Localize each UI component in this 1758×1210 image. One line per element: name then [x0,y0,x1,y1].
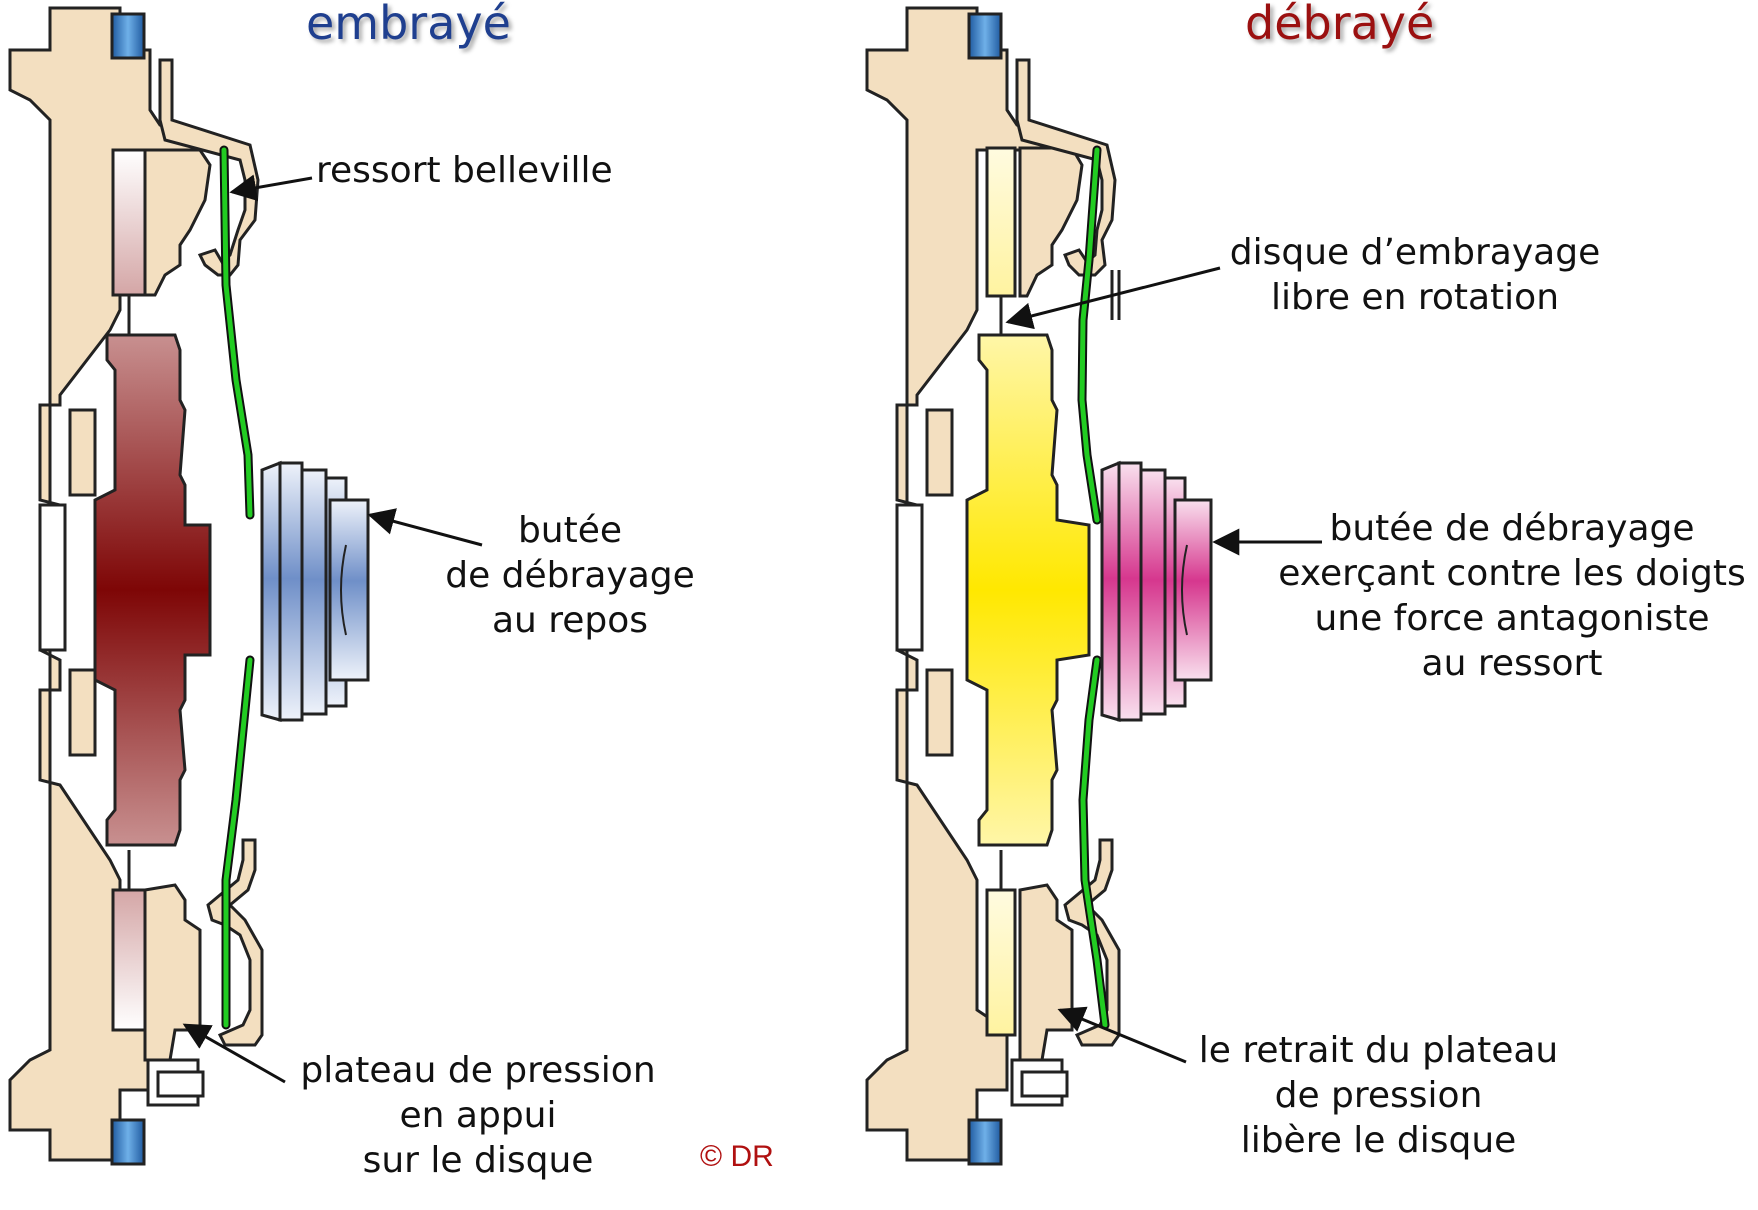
label-butee-repos: butée de débrayage au repos [420,508,720,643]
label-butee-repos-line3: au repos [491,600,649,641]
label-plateau-retrait-line2: de pression [1274,1075,1483,1116]
cover-bracket-lower-left [206,838,264,1047]
pressure-plate-lower-left [143,883,202,1062]
cover-bracket-upper-left [158,58,260,277]
arrow-ressort [229,174,313,202]
bolt-head-right [1020,1070,1069,1098]
lining-upper-right [985,146,1017,298]
assembly-engaged [8,6,370,1166]
label-plateau-appui-line3: sur le disque [362,1140,594,1181]
bolt-cap-top-left [110,12,146,60]
label-butee-force-line1: butée de débrayage [1329,508,1695,549]
assembly-disengaged [865,6,1213,1166]
bolt-cap-bottom-left [110,1118,146,1166]
bolt-cap-bottom-right [967,1118,1003,1166]
housing-tab-right-upper [925,408,954,497]
arrow-disque-libre [1005,266,1221,330]
arrow-plateau-appui [182,1023,286,1084]
housing-tab-left-upper [68,408,97,497]
label-plateau-retrait-line1: le retrait du plateau [1198,1030,1559,1071]
release-bearing-active [1100,460,1213,723]
clutch-disc-free [965,333,1091,847]
arrow-plateau-retrait [1057,1006,1187,1064]
arrow-butee-repos [367,508,483,547]
clutch-disc-engaged [93,333,212,847]
pressure-plate-upper-left [143,148,212,297]
label-butee-force-line4: au ressort [1421,643,1603,684]
pointer-arrows [182,174,1322,1084]
label-butee-force-line3: une force antagoniste [1314,598,1710,639]
label-butee-repos-line1: butée [517,510,623,551]
cover-bracket-lower-right [1063,838,1121,1047]
label-plateau-appui-line1: plateau de pression [300,1050,656,1091]
label-disque-libre: disque d’embrayage libre en rotation [1205,230,1625,320]
housing-tab-right-lower [925,668,954,757]
label-disque-libre-line1: disque d’embrayage [1229,232,1601,273]
label-plateau-retrait-line3: libère le disque [1240,1120,1517,1161]
title-engaged: embrayé [306,0,511,50]
release-bearing-rest [260,460,370,722]
copyright-notice: © DR [700,1140,774,1173]
lining-lower-left [111,888,147,1032]
label-butee-force-line2: exerçant contre les doigts [1278,553,1746,594]
lining-upper-left [111,148,147,297]
hub-gap-left [38,503,67,652]
label-plateau-appui-line2: en appui [399,1095,557,1136]
label-plateau-retrait: le retrait du plateau de pression libère… [1186,1028,1571,1163]
label-ressort-belleville: ressort belleville [316,150,613,191]
pressure-plate-upper-right [1018,146,1084,298]
hub-gap-right [895,503,924,652]
title-disengaged: débrayé [1245,0,1435,50]
bolt-cap-top-right [967,12,1003,60]
pressure-plate-lower-right [1018,883,1074,1062]
label-butee-repos-line2: de débrayage [445,555,695,596]
bolt-head-left [156,1070,205,1098]
label-disque-libre-line2: libre en rotation [1270,277,1560,318]
label-plateau-appui: plateau de pression en appui sur le disq… [288,1048,668,1183]
label-butee-force: butée de débrayage exerçant contre les d… [1270,506,1754,686]
lining-lower-right [985,888,1017,1037]
housing-tab-left-lower [68,668,97,757]
